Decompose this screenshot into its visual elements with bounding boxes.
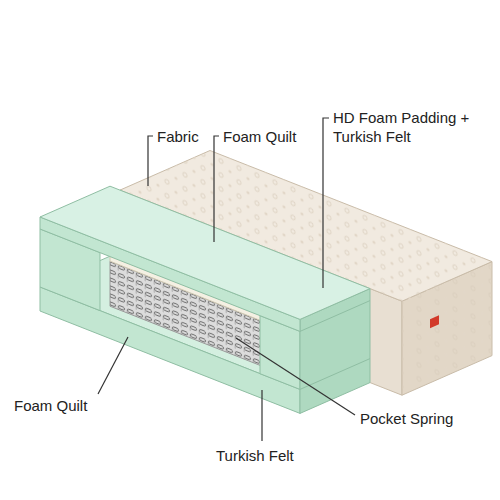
- leader-line: [261, 390, 262, 441]
- leader-line: [148, 136, 153, 186]
- cutaway-section: [40, 186, 370, 413]
- layer-seam: [300, 301, 370, 332]
- top-quilt-top: [40, 186, 370, 319]
- side-pattern: [402, 262, 492, 396]
- leader-line: [236, 338, 355, 415]
- part-label: Fabric: [157, 127, 199, 146]
- part-label: Foam Quilt: [14, 396, 87, 415]
- part-label: Pocket Spring: [360, 409, 453, 428]
- layer-seam: [300, 359, 370, 390]
- part-label: Turkish Felt: [216, 446, 294, 465]
- brand-logo: [430, 315, 439, 328]
- leader-line: [214, 136, 219, 242]
- leader-line: [98, 337, 128, 394]
- part-label: Foam Quilt: [223, 127, 296, 146]
- part-label: HD Foam Padding + Turkish Felt: [333, 108, 473, 146]
- leader-line: [323, 118, 329, 288]
- leader-lines: [98, 118, 355, 441]
